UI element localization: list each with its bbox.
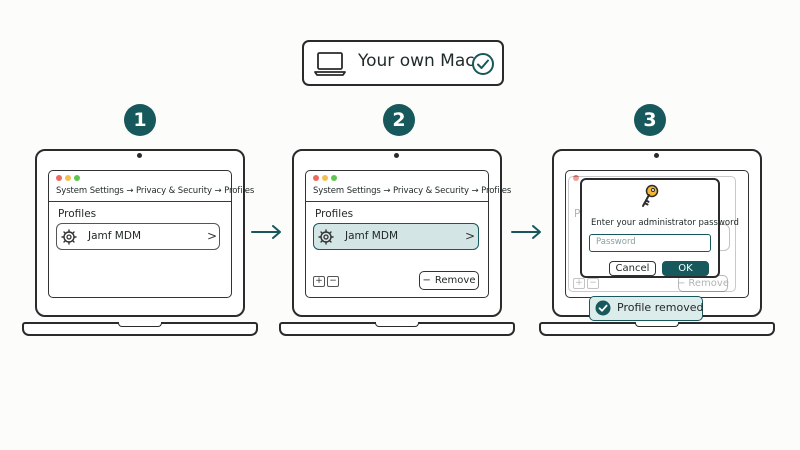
profiles-section-label: Profiles (315, 208, 354, 220)
remove-profile-mini-button[interactable]: − (587, 278, 599, 289)
breadcrumb: System Settings → Privacy & Security → P… (56, 186, 255, 196)
ok-button[interactable]: OK (662, 261, 709, 276)
profiles-section-label: Profiles (58, 208, 97, 220)
close-dot-icon[interactable] (573, 175, 579, 181)
divider (49, 201, 231, 202)
zoom-dot-icon[interactable] (74, 175, 80, 181)
password-input[interactable]: Password (589, 234, 711, 252)
chevron-right-icon: > (465, 229, 476, 243)
cancel-button[interactable]: Cancel (609, 261, 656, 276)
profiles-section-label-partial: P (574, 208, 581, 220)
remove-button-label: Remove (688, 278, 729, 289)
laptop-2-notch (375, 322, 419, 327)
key-icon (642, 184, 659, 207)
check-circle-icon (595, 300, 611, 316)
profile-name: Jamf MDM (88, 230, 141, 242)
header-title: Your own Mac (358, 51, 475, 71)
header-pill (302, 40, 504, 86)
minus-icon: − (677, 278, 686, 289)
minimize-dot-icon[interactable] (65, 175, 71, 181)
dialog-prompt: Enter your administrator password (591, 218, 739, 228)
step-badge-2: 2 (383, 104, 415, 136)
laptop-3-notch (635, 322, 679, 327)
gear-icon (318, 229, 334, 245)
check-circle-icon (472, 53, 494, 75)
step-badge-3: 3 (634, 104, 666, 136)
gear-icon (61, 229, 77, 245)
remove-button-label: Remove (434, 275, 476, 286)
step-badge-1: 1 (124, 104, 156, 136)
close-dot-icon[interactable] (313, 175, 319, 181)
minus-icon: − (422, 275, 431, 286)
laptop-1-notch (118, 322, 162, 327)
arrow-right-icon (511, 225, 541, 239)
laptop-1-camera (137, 153, 142, 158)
add-profile-button[interactable]: + (573, 278, 585, 289)
remove-profile-mini-button[interactable]: − (327, 276, 339, 287)
laptop-2-camera (394, 153, 399, 158)
profile-row-jamf-mdm[interactable] (56, 223, 220, 250)
profile-name: Jamf MDM (345, 230, 398, 242)
zoom-dot-icon[interactable] (331, 175, 337, 181)
close-dot-icon[interactable] (56, 175, 62, 181)
minimize-dot-icon[interactable] (322, 175, 328, 181)
laptop-icon (314, 52, 346, 76)
breadcrumb: System Settings → Privacy & Security → P… (313, 186, 512, 196)
add-profile-button[interactable]: + (313, 276, 325, 287)
remove-button[interactable]: − Remove (419, 271, 479, 290)
toast-text: Profile removed (617, 301, 704, 314)
laptop-3-camera (654, 153, 659, 158)
profile-row-jamf-mdm-selected[interactable] (313, 223, 479, 250)
arrow-right-icon (251, 225, 281, 239)
divider (306, 201, 488, 202)
chevron-right-icon: > (207, 229, 218, 243)
